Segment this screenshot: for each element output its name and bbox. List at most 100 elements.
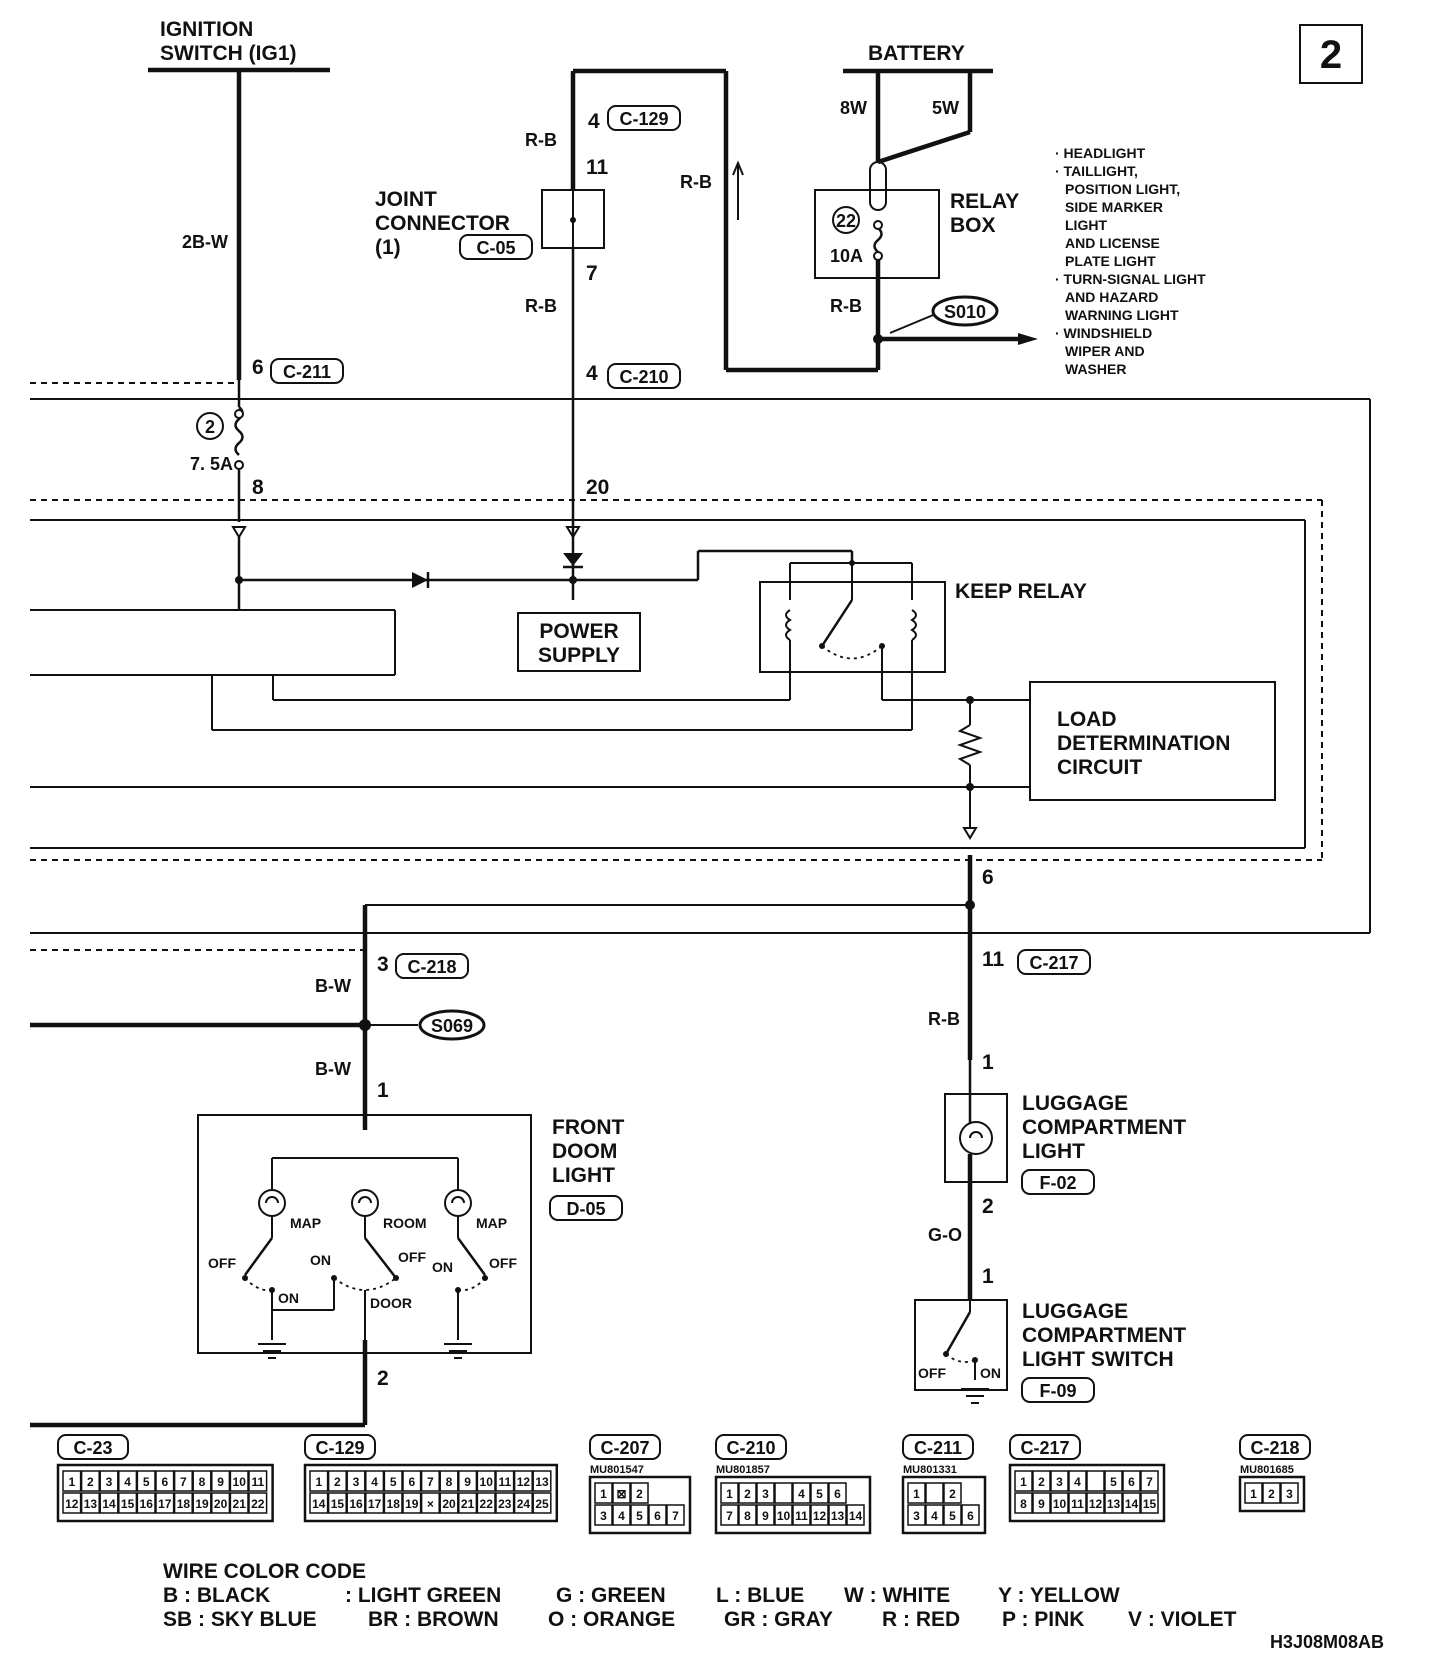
pin-etacs-20: 20: [586, 476, 609, 499]
connector-pin-cell: [62, 1470, 82, 1492]
connector-view-name: C-129: [315, 1438, 364, 1458]
wire-color-legend: WIRE COLOR CODE B : BLACK : LIGHT GREEN …: [163, 1560, 1237, 1631]
connector-pin-label: 4: [371, 1475, 378, 1489]
connector-pin-label: 7: [1146, 1475, 1153, 1489]
connector-pin-cell: [173, 1492, 193, 1514]
connector-pin-label: 20: [442, 1497, 456, 1511]
connector-pin-label: 11: [1071, 1497, 1084, 1511]
fuse-number: 2: [205, 417, 215, 437]
luggage-switch-line3: LIGHT SWITCH: [1022, 1348, 1174, 1371]
pin-c217: 11: [982, 948, 1005, 971]
connector-pin-cell: [229, 1492, 249, 1514]
load-line3: CIRCUIT: [1057, 756, 1142, 779]
label-on-left: ON: [278, 1290, 299, 1306]
connector-pin-label: 7: [427, 1475, 434, 1489]
connector-pin-label: 1: [1020, 1475, 1027, 1489]
connector-pin-label: 19: [405, 1497, 419, 1511]
connector-pin-label: 19: [195, 1497, 209, 1511]
connector-pin-label: ×: [427, 1497, 434, 1511]
connector-tag-f02: F-02: [1021, 1169, 1095, 1195]
map-lamp-left-icon: [258, 1189, 286, 1217]
connector-pin-cell: [136, 1470, 156, 1492]
label-room: ROOM: [383, 1215, 427, 1231]
diode-icon: [412, 572, 428, 588]
legend-y: Y : YELLOW: [998, 1584, 1120, 1607]
connector-pin-label: 6: [408, 1475, 415, 1489]
connector-pin-label: 18: [387, 1497, 401, 1511]
connector-pin-label: 5: [390, 1475, 397, 1489]
connector-pin-label: 7: [726, 1509, 733, 1523]
connector-pin-label: 12: [1089, 1497, 1103, 1511]
connector-pin-label: 3: [353, 1475, 360, 1489]
connector-pin-cell: [1122, 1492, 1141, 1514]
connector-pin-cell: [155, 1492, 175, 1514]
connector-pin-label: 10: [480, 1475, 494, 1489]
room-lamp-icon: [351, 1189, 379, 1217]
legend-v: V : VIOLET: [1128, 1608, 1237, 1631]
connector-pin-label: ⊠: [616, 1487, 626, 1501]
connector-pin-label: 22: [480, 1497, 494, 1511]
legend-g: G : GREEN: [556, 1584, 666, 1607]
connector-pin-label: 14: [102, 1497, 116, 1511]
connector-pin-cell: [229, 1470, 249, 1492]
connector-pin-label: 4: [618, 1509, 625, 1523]
relay-output-1: · TAILLIGHT,: [1055, 163, 1138, 179]
svg-text:F-09: F-09: [1039, 1381, 1076, 1401]
wire-color-ig: 2B-W: [182, 232, 228, 252]
connector-pin-cell: [907, 1504, 926, 1526]
relay-output-9: WARNING LIGHT: [1065, 307, 1179, 323]
page-number-box: 2: [1299, 24, 1363, 84]
connector-tag-c217: C-217: [1017, 949, 1091, 975]
luggage-switch-line2: COMPARTMENT: [1022, 1324, 1186, 1347]
wire-color-bw1: B-W: [315, 976, 351, 996]
svg-text:C-217: C-217: [1029, 953, 1078, 973]
connector-pin-cell: [828, 1482, 847, 1504]
legend-title: WIRE COLOR CODE: [163, 1560, 366, 1583]
connector-pin-cell: [1032, 1492, 1051, 1514]
joint-connector-line2: CONNECTOR: [375, 212, 510, 235]
connector-pin-cell: [402, 1492, 422, 1514]
connector-pin-cell: [155, 1470, 175, 1492]
relay-outputs-list: · HEADLIGHT · TAILLIGHT, POSITION LIGHT,…: [1055, 145, 1206, 377]
connector-pin-cell: [458, 1492, 478, 1514]
relay-output-12: WASHER: [1065, 361, 1126, 377]
pin-sw-in: 1: [982, 1265, 994, 1288]
connector-pin-cell: [1262, 1482, 1281, 1504]
svg-text:C-129: C-129: [619, 109, 668, 129]
legend-b: B : BLACK: [163, 1584, 270, 1607]
pin-c211: 6: [252, 356, 264, 379]
relay-output-7: · TURN-SIGNAL LIGHT: [1055, 271, 1206, 287]
connector-pin-label: 1: [68, 1475, 75, 1489]
connector-pin-label: 15: [331, 1497, 345, 1511]
document-code: H3J08M08AB: [1270, 1632, 1384, 1652]
connector-tag-c218: C-218: [395, 953, 469, 979]
splice-s069: S069: [418, 1009, 486, 1041]
connector-pin-label: 4: [798, 1487, 805, 1501]
legend-lg: : LIGHT GREEN: [345, 1584, 501, 1607]
connector-pin-label: 12: [65, 1497, 79, 1511]
connector-pin-label: 8: [744, 1509, 751, 1523]
relay-output-6: PLATE LIGHT: [1065, 253, 1156, 269]
connector-pin-cell: [612, 1482, 631, 1504]
connector-pin-label: 15: [1143, 1497, 1157, 1511]
luggage-light-box: [944, 1093, 1008, 1183]
pin-c129: 4: [588, 110, 600, 133]
label-off-right: OFF: [489, 1255, 517, 1271]
pin-fuse-out: 8: [252, 476, 264, 499]
connector-pin-label: 6: [834, 1487, 841, 1501]
wire-color-rb3: R-B: [680, 172, 712, 192]
label-on-room: ON: [310, 1252, 331, 1268]
connector-part-number: MU801547: [590, 1464, 644, 1476]
connector-pin-cell: [1014, 1470, 1033, 1492]
wire-color-rb2: R-B: [525, 296, 557, 316]
svg-text:C-05: C-05: [476, 238, 515, 258]
connector-pin-label: 6: [967, 1509, 974, 1523]
connector-pin-cell: [594, 1482, 613, 1504]
connector-pin-label: 9: [1038, 1497, 1045, 1511]
connector-pin-label: 5: [1110, 1475, 1117, 1489]
connector-tag-f09: F-09: [1021, 1377, 1095, 1403]
relay-output-11: WIPER AND: [1065, 343, 1145, 359]
luggage-light-line1: LUGGAGE: [1022, 1092, 1128, 1115]
wire-color-5w: 5W: [932, 98, 959, 118]
